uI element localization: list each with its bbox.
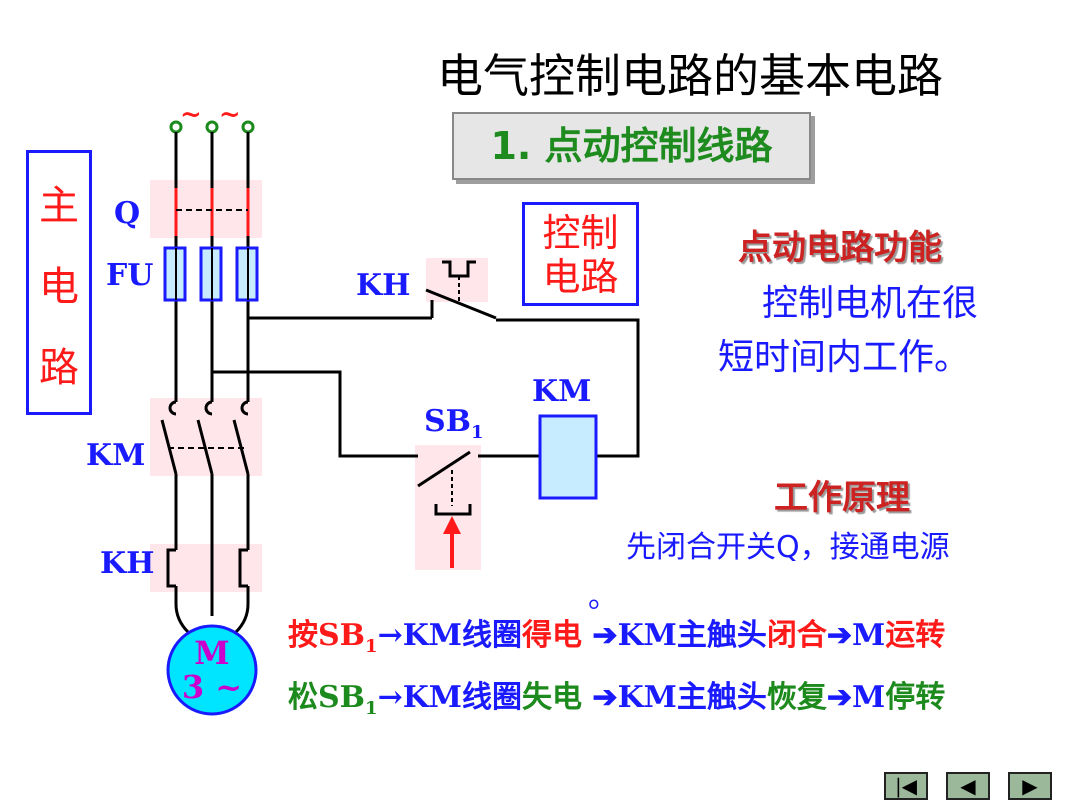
km-main-label: KM: [86, 438, 146, 473]
release-e: 恢复: [766, 680, 827, 715]
sequence-press: 按SB1→KM线圈得电 ➔KM主触头闭合➔M运转: [288, 610, 945, 657]
main-label-char-3: 路: [39, 344, 79, 391]
main-label-char-2: 电: [39, 263, 79, 310]
phase-wires: [174, 132, 250, 634]
nav-first-button[interactable]: |◀: [884, 772, 928, 800]
press-f: ➔M: [826, 618, 886, 653]
sb1-arrow: [443, 516, 461, 568]
function-line-1: 控制电机在很: [762, 283, 979, 324]
press-g: 运转: [885, 618, 946, 653]
principle-line-1: 先闭合开关Q，接通电源: [626, 530, 950, 565]
kh-ctrl-actuator: [442, 260, 476, 302]
supply-terminals: [169, 120, 255, 134]
function-line-2: 短时间内工作。: [718, 337, 971, 378]
control-wires: [212, 288, 640, 488]
page-title: 电气控制电路的基本电路: [437, 49, 943, 103]
release-g: 停转: [885, 680, 946, 715]
press-e: 闭合: [766, 618, 827, 653]
kh-main-label: KH: [100, 546, 155, 581]
main-label-char-1: 主: [39, 182, 79, 229]
release-b: →KM线圈: [377, 680, 522, 715]
principle-line-2: 。: [588, 580, 618, 615]
motor-phase: 3 ~: [181, 668, 243, 706]
function-heading: 点动电路功能: [738, 228, 942, 268]
press-b: →KM线圈: [377, 618, 522, 653]
motor: [166, 624, 258, 716]
sb1-button: [434, 470, 472, 516]
nav-next-button[interactable]: ▶: [1008, 772, 1052, 800]
release-f: ➔M: [826, 680, 886, 715]
fu-label: FU: [106, 258, 154, 293]
kh-ctrl-label: KH: [356, 268, 411, 303]
sb1-label-sub: 1: [471, 422, 484, 443]
nav-bar: |◀ ◀ ▶: [884, 772, 1052, 800]
nav-prev-button[interactable]: ◀: [946, 772, 990, 800]
motor-m: M: [194, 634, 230, 672]
main-circuit-label: 主 电 路: [26, 150, 92, 415]
ctrl-label-line-1: 控制: [542, 211, 619, 255]
kh-ctrl-highlight: [426, 258, 488, 302]
press-a: 按SB: [288, 618, 366, 653]
sequence-release: 松SB1→KM线圈失电 ➔KM主触头恢复➔M停转: [288, 672, 945, 719]
press-d: ➔KM主触头: [581, 618, 767, 653]
release-a: 松SB: [288, 680, 366, 715]
principle-heading: 工作原理: [774, 478, 910, 518]
control-circuit-label: 控制 电路: [522, 202, 639, 306]
km-coil: [538, 414, 598, 500]
press-c: 得电: [521, 618, 582, 653]
q-label: Q: [114, 196, 141, 231]
release-d: ➔KM主触头: [581, 680, 767, 715]
motor-label: M 3 ~: [168, 636, 256, 704]
kh-thermal-elements: [166, 548, 248, 588]
release-a-sub: 1: [365, 698, 378, 719]
ac-symbol: ~ ~: [180, 100, 245, 130]
sb1-label-text: SB: [424, 404, 472, 439]
sb1-label: SB1: [424, 404, 484, 443]
ctrl-label-line-2: 电路: [542, 255, 619, 299]
press-a-sub: 1: [365, 636, 378, 657]
release-c: 失电: [521, 680, 582, 715]
km-coil-label: KM: [532, 374, 592, 409]
section-subtitle: 1. 点动控制线路: [452, 112, 811, 180]
